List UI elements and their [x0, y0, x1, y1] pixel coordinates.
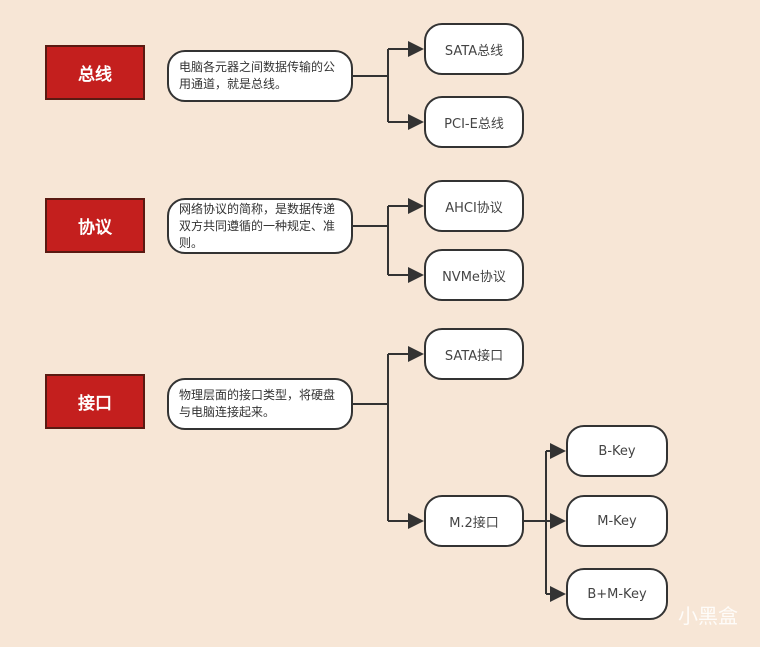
protocol-description: 网络协议的简称，是数据传递双方共同遵循的一种规定、准则。 [167, 198, 353, 254]
node-m-key: M-Key [566, 495, 668, 547]
node-sata-interface: SATA接口 [424, 328, 524, 380]
category-interface: 接口 [45, 374, 145, 429]
category-protocol: 协议 [45, 198, 145, 253]
node-bm-key: B+M-Key [566, 568, 668, 620]
node-ahci: AHCI协议 [424, 180, 524, 232]
interface-description: 物理层面的接口类型，将硬盘与电脑连接起来。 [167, 378, 353, 430]
category-bus: 总线 [45, 45, 145, 100]
bus-description: 电脑各元器之间数据传输的公用通道，就是总线。 [167, 50, 353, 102]
node-pcie-bus: PCI-E总线 [424, 96, 524, 148]
node-b-key: B-Key [566, 425, 668, 477]
node-m2-interface: M.2接口 [424, 495, 524, 547]
node-nvme: NVMe协议 [424, 249, 524, 301]
node-sata-bus: SATA总线 [424, 23, 524, 75]
watermark: 小黑盒 [678, 604, 738, 628]
